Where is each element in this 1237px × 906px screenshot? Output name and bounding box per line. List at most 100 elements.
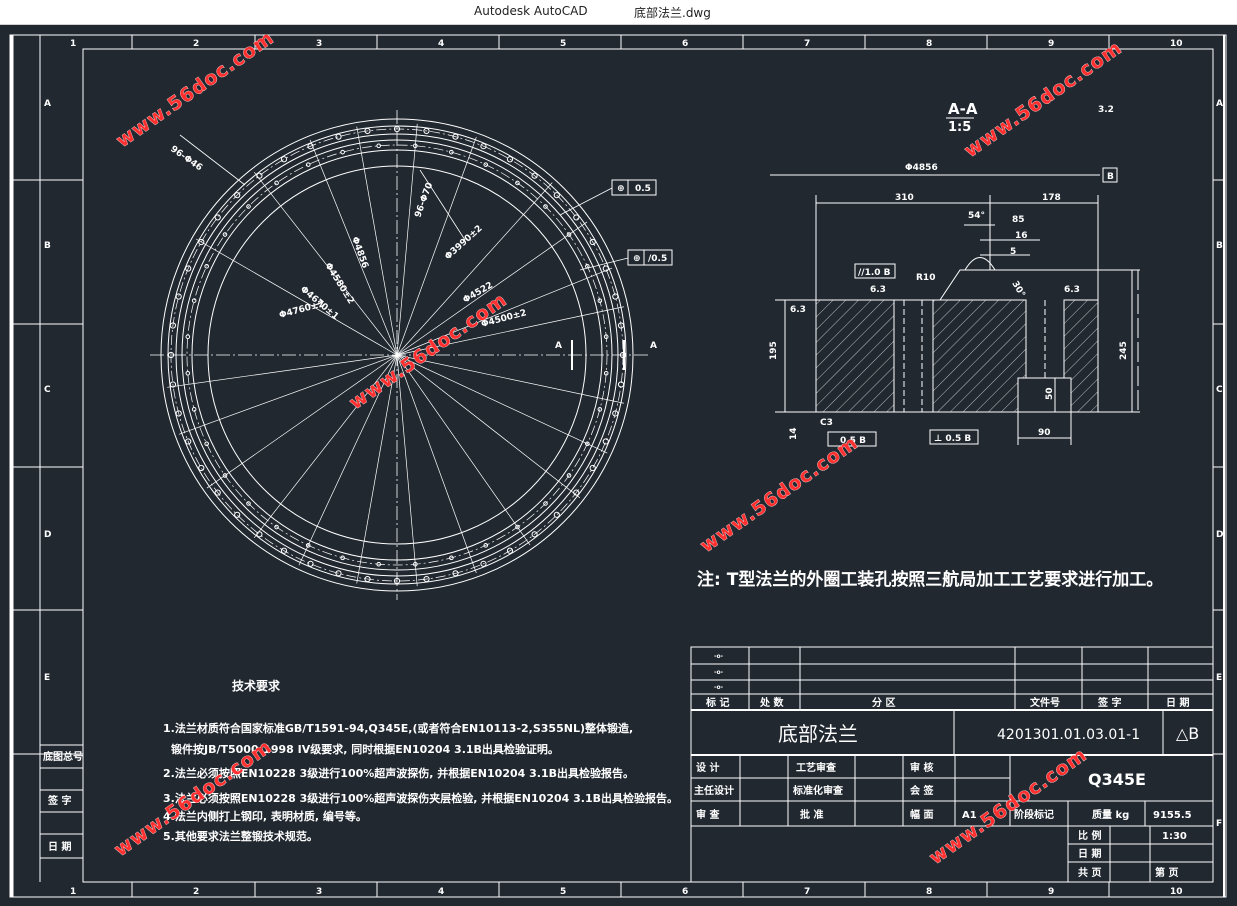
row-label-left-B: B: [44, 241, 51, 251]
dim-178: 178: [1042, 193, 1061, 203]
dim-30: 30°: [1009, 280, 1026, 300]
file-name: 底部法兰.dwg: [634, 6, 711, 20]
bolt-hole: [603, 334, 609, 339]
bolt-hole: [589, 464, 596, 472]
outer-frame: [9, 34, 1227, 898]
col-label-top-3: 3: [316, 39, 322, 49]
material: Q345E: [1088, 770, 1146, 789]
watermark-2: www.56doc.com: [960, 37, 1126, 162]
lbl-mass-val: 9155.5: [1153, 810, 1192, 821]
dim-50: 50: [1045, 387, 1055, 400]
left-block-r1: 底图总号: [43, 750, 83, 763]
roughness-2: 6.3: [1064, 285, 1080, 295]
bolt-hole: [612, 293, 619, 300]
title-bar: Autodesk AutoCAD 底部法兰.dwg: [0, 0, 1237, 25]
lbl-craft: 工艺审查: [796, 761, 837, 774]
col-label-top-2: 2: [193, 39, 199, 49]
bolt-hole: [335, 570, 342, 577]
dim-5: 5: [1010, 247, 1016, 257]
row-label-left-D: D: [44, 530, 51, 540]
left-signature-block: [39, 744, 83, 882]
bolt-hole: [617, 322, 625, 329]
bolt-hole: [340, 149, 345, 155]
bolt-hole: [506, 156, 514, 163]
col-label-top-7: 7: [804, 39, 810, 49]
tech-item-2: 2.法兰必须按照EN10228 3级进行100%超声波探伤, 并根据EN1020…: [163, 766, 634, 780]
lbl-size: 幅 面: [910, 808, 933, 821]
tol-flat: 0.5 B: [840, 436, 866, 446]
rev-header-5: 日 期: [1166, 696, 1189, 709]
section-mark-right: A: [650, 341, 657, 351]
dim-195: 195: [769, 341, 779, 360]
bolt-hole: [449, 149, 454, 155]
bolt-hole: [280, 547, 288, 554]
bolt-hole: [198, 238, 205, 246]
bolt-hole: [204, 441, 209, 447]
bolt-hole: [185, 334, 191, 339]
bolt-hole: [553, 192, 560, 199]
bolt-hole: [423, 575, 430, 583]
bolt-hole: [256, 531, 263, 538]
bolt-hole: [246, 501, 251, 506]
row-label-right-C: C: [1216, 385, 1223, 395]
bolt-hole: [274, 180, 279, 186]
bolt-hole: [573, 214, 580, 221]
svg-text:-o-: -o-: [714, 684, 724, 691]
bolt-hole: [480, 143, 487, 150]
tech-item-3: 3.法兰必须按照EN10228 3级进行100%超声波探伤夹层检验, 并根据EN…: [163, 791, 678, 805]
left-block-r2: 签 字: [47, 794, 71, 807]
revision-mark: △B: [1176, 724, 1199, 743]
bolt-hole: [553, 511, 560, 518]
title-block-text: -o- -o- -o- 标 记 处 数 分 区 文件号 签 字 日 期 底部法兰…: [694, 653, 1199, 879]
row-label-right-F: F: [1216, 819, 1222, 829]
bolt-hole: [234, 192, 241, 199]
tol-position-1-symbol: ⊕: [617, 184, 625, 194]
bolt-holes-inner: [185, 143, 609, 567]
tol-parallel: //1.0 B: [858, 268, 891, 278]
rev-header-3: 文件号: [1030, 696, 1060, 709]
bolt-hole: [246, 204, 251, 209]
lbl-review: 审 核: [910, 761, 933, 774]
lbl-total: 共 页: [1078, 866, 1101, 879]
dim-310: 310: [895, 193, 914, 203]
dim-dia: Φ4856: [905, 163, 938, 173]
tol-position-1: 0.5: [635, 184, 651, 194]
tech-heading: 技术要求: [232, 678, 281, 693]
lbl-page: 第 页: [1155, 866, 1178, 879]
lbl-stage: 阶段标记: [1014, 808, 1054, 821]
col-label-top-9: 9: [1048, 39, 1054, 49]
watermark-4: www.56doc.com: [696, 432, 862, 557]
rev-header-2: 分 区: [872, 696, 895, 709]
col-label-bottom-3: 3: [316, 887, 322, 897]
bolt-hole: [566, 232, 572, 237]
inner-frame: [82, 48, 1214, 883]
bolt-hole: [175, 293, 182, 300]
col-label-top-4: 4: [438, 39, 444, 49]
bolt-hole: [307, 143, 314, 150]
bolt-hole: [589, 238, 596, 246]
machining-note: 注: T型法兰的外圈工装孔按照三航局加工工艺要求进行加工。: [697, 569, 1163, 590]
bolt-hole: [191, 407, 197, 412]
bolt-hole: [603, 371, 609, 376]
bolt-hole: [198, 464, 205, 472]
drawing-name: 底部法兰: [778, 722, 858, 746]
row-label-right-A: A: [1216, 99, 1223, 109]
row-label-right-D: D: [1216, 530, 1223, 540]
tech-item-1b: 锻件按JB/T5000-1998 IV级要求, 同时根据EN10204 3.1B…: [171, 742, 559, 756]
bolt-hole: [169, 381, 177, 388]
col-label-bottom-9: 9: [1048, 887, 1054, 897]
lbl-design: 设 计: [696, 761, 719, 774]
bolt-hole: [305, 543, 311, 548]
title-block: [690, 646, 1214, 883]
bolt-hole: [222, 473, 228, 478]
bolt-hole: [597, 298, 603, 303]
app-title: Autodesk AutoCAD: [474, 4, 588, 18]
bolt-hole: [452, 570, 459, 577]
bolt-hole: [452, 133, 459, 140]
bolt-hole: [364, 127, 371, 135]
bolt-hole: [376, 143, 381, 149]
bolt-hole: [204, 263, 209, 269]
bolt-hole: [340, 555, 345, 561]
